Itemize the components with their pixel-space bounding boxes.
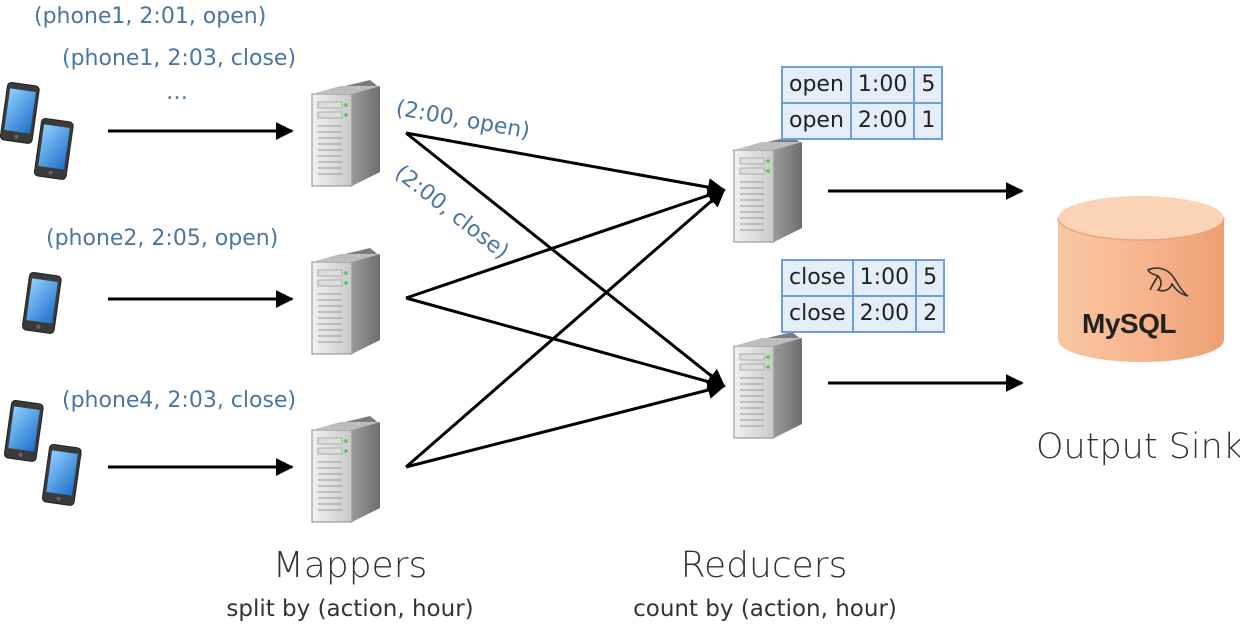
table-cell: 2:00 xyxy=(849,102,916,140)
mapper-server-icon xyxy=(311,247,381,355)
reducers-caption: Reducers xyxy=(680,545,848,586)
mappers-subcaption: split by (action, hour) xyxy=(226,596,474,622)
phone-icon xyxy=(21,271,63,335)
phone-icon xyxy=(33,117,75,181)
event-label: (phone1, 2:01, open) xyxy=(34,4,267,29)
table-cell: close xyxy=(781,295,854,333)
mappers-caption: Mappers xyxy=(272,545,428,586)
close-count-table: close 1:00 5 close 2:00 2 xyxy=(781,259,946,333)
table-cell: close xyxy=(781,259,854,297)
table-cell: open xyxy=(781,102,852,140)
ellipsis-label: … xyxy=(166,80,188,105)
table-cell: 1:00 xyxy=(849,66,916,104)
reducer-server-icon xyxy=(733,135,803,243)
open-count-table: open 1:00 5 open 2:00 1 xyxy=(781,66,944,140)
shuffle-arrow xyxy=(405,131,726,197)
mapper-server-icon xyxy=(311,79,381,187)
mapper-server-icon xyxy=(311,415,381,523)
table-cell: 1 xyxy=(913,102,944,140)
dolphin-icon xyxy=(1146,267,1189,297)
mysql-logo: MySQL xyxy=(1082,308,1176,339)
phone-icon-group-3 xyxy=(3,399,83,507)
table-cell: 2:00 xyxy=(851,295,918,333)
table-cell: 1:00 xyxy=(851,259,918,297)
table-row: open 2:00 1 xyxy=(781,102,944,140)
reducer-server-icon xyxy=(733,331,803,439)
output-sink-caption: Output Sink xyxy=(1036,427,1240,467)
table-cell: 2 xyxy=(915,295,946,333)
table-cell: 5 xyxy=(913,66,944,104)
table-cell: open xyxy=(781,66,852,104)
event-label: (phone4, 2:03, close) xyxy=(62,388,297,413)
table-row: close 1:00 5 xyxy=(781,259,946,297)
table-row: close 2:00 2 xyxy=(781,295,946,333)
database-icon xyxy=(1057,196,1225,362)
phone-icon-group-2 xyxy=(21,271,63,335)
shuffle-arrow xyxy=(405,131,726,388)
shuffle-arrow xyxy=(405,188,726,469)
event-label: (phone1, 2:03, close) xyxy=(62,46,297,71)
event-label: (phone2, 2:05, open) xyxy=(46,226,279,251)
shuffle-arrow xyxy=(405,296,726,391)
table-cell: 5 xyxy=(915,259,946,297)
phone-icon xyxy=(41,443,83,507)
shuffle-arrow xyxy=(405,381,726,469)
phone-icon xyxy=(3,399,45,463)
table-row: open 1:00 5 xyxy=(781,66,944,104)
phone-icon xyxy=(0,81,41,145)
shuffle-arrow xyxy=(405,186,726,300)
phone-icon-group-1 xyxy=(0,81,75,181)
reducers-subcaption: count by (action, hour) xyxy=(633,596,897,622)
